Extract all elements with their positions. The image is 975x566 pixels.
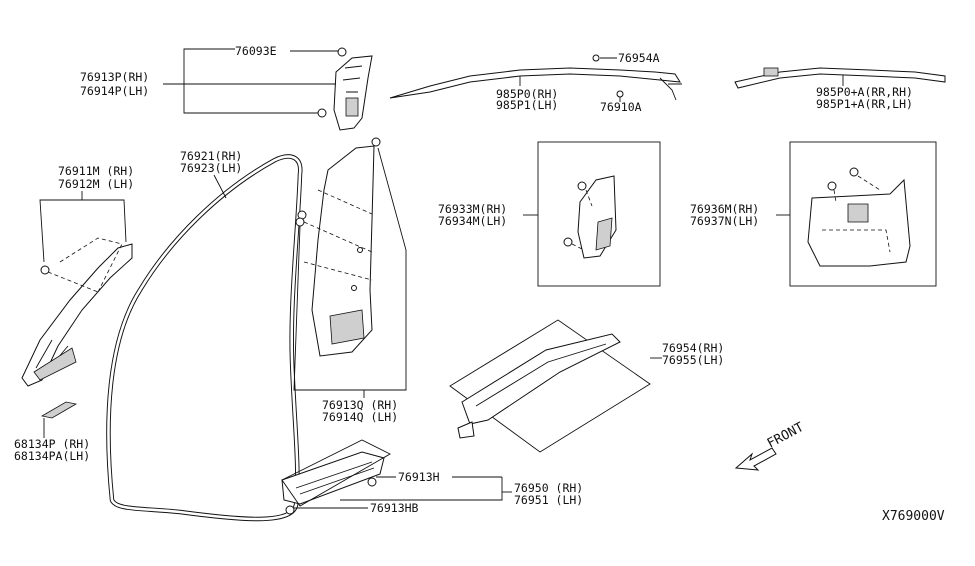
callout-985p0a: 985P0+A(RR,RH) 985P1+A(RR,LH)	[816, 75, 913, 111]
part-68134p-pad	[40, 401, 78, 419]
callout-68134p: 68134P (RH) 68134PA(LH)	[14, 418, 90, 463]
callout-76913p: 76913P(RH) 76914P(LH)	[80, 48, 336, 114]
label-76921: 76921(RH)	[180, 149, 242, 163]
part-76950-step-plate	[281, 439, 391, 515]
label-76934m: 76934M(LH)	[438, 214, 507, 228]
label-76913p: 76913P(RH)	[80, 70, 149, 84]
part-76921-door-weatherstrip	[106, 154, 307, 522]
label-76910a: 76910A	[600, 100, 642, 114]
callout-76093e: 76093E	[235, 44, 338, 58]
diagram-id: X769000V	[882, 509, 945, 524]
label-76933m: 76933M(RH)	[438, 202, 507, 216]
part-76911m-front-pillar-trim	[21, 237, 133, 387]
label-76912m: 76912M (LH)	[58, 177, 134, 191]
callout-76933m: 76933M(RH) 76934M(LH)	[438, 202, 538, 228]
label-76911m: 76911M (RH)	[58, 164, 134, 178]
part-76913p-upper-pillar-trim	[317, 47, 373, 131]
label-76954a: 76954A	[618, 51, 660, 65]
label-76913h: 76913H	[398, 470, 440, 484]
label-68134p: 68134P (RH)	[14, 437, 90, 451]
callout-76921: 76921(RH) 76923(LH)	[180, 149, 242, 199]
callout-76913q: 76913Q (RH) 76914Q (LH)	[293, 147, 407, 424]
callout-76954: 76954(RH) 76955(LH)	[650, 341, 724, 367]
callout-76913hb: 76913HB	[294, 501, 419, 515]
callout-76913h: 76913H	[376, 470, 502, 484]
label-76937n: 76937N(LH)	[690, 214, 759, 228]
front-direction-indicator: FRONT	[734, 420, 807, 471]
label-985p1a: 985P1+A(RR,LH)	[816, 97, 913, 111]
callout-76954a: 76954A	[600, 51, 660, 65]
label-76914p: 76914P(LH)	[80, 84, 149, 98]
callout-76950: 76950 (RH) 76951 (LH)	[340, 477, 583, 507]
label-76954: 76954(RH)	[662, 341, 724, 355]
label-985p0a: 985P0+A(RR,RH)	[816, 85, 913, 99]
label-76913hb: 76913HB	[370, 501, 419, 515]
part-76936m-box	[789, 141, 937, 287]
callout-985p0: 985P0(RH) 985P1(LH)	[496, 76, 558, 112]
label-76950: 76950 (RH)	[514, 481, 583, 495]
label-76923: 76923(LH)	[180, 161, 242, 175]
callout-76936m: 76936M(RH) 76937N(LH)	[690, 202, 790, 228]
front-label: FRONT	[765, 420, 807, 452]
part-76954-kicking-plate	[449, 319, 651, 453]
label-985p0: 985P0(RH)	[496, 87, 558, 101]
callout-76911m: 76911M (RH) 76912M (LH)	[39, 164, 134, 263]
part-76933m-box	[537, 141, 661, 287]
label-985p1: 985P1(LH)	[496, 98, 558, 112]
label-76914q: 76914Q (LH)	[322, 410, 398, 424]
callout-76910a: 76910A	[600, 97, 642, 114]
label-76913q: 76913Q (RH)	[322, 398, 398, 412]
label-76093e: 76093E	[235, 44, 277, 58]
part-985p0a-rear-airbag	[734, 67, 946, 89]
label-76951: 76951 (LH)	[514, 493, 583, 507]
part-76913q-lower-pillar-trim	[295, 137, 381, 357]
label-76955: 76955(LH)	[662, 353, 724, 367]
label-68134pa: 68134PA(LH)	[14, 449, 90, 463]
label-76936m: 76936M(RH)	[690, 202, 759, 216]
